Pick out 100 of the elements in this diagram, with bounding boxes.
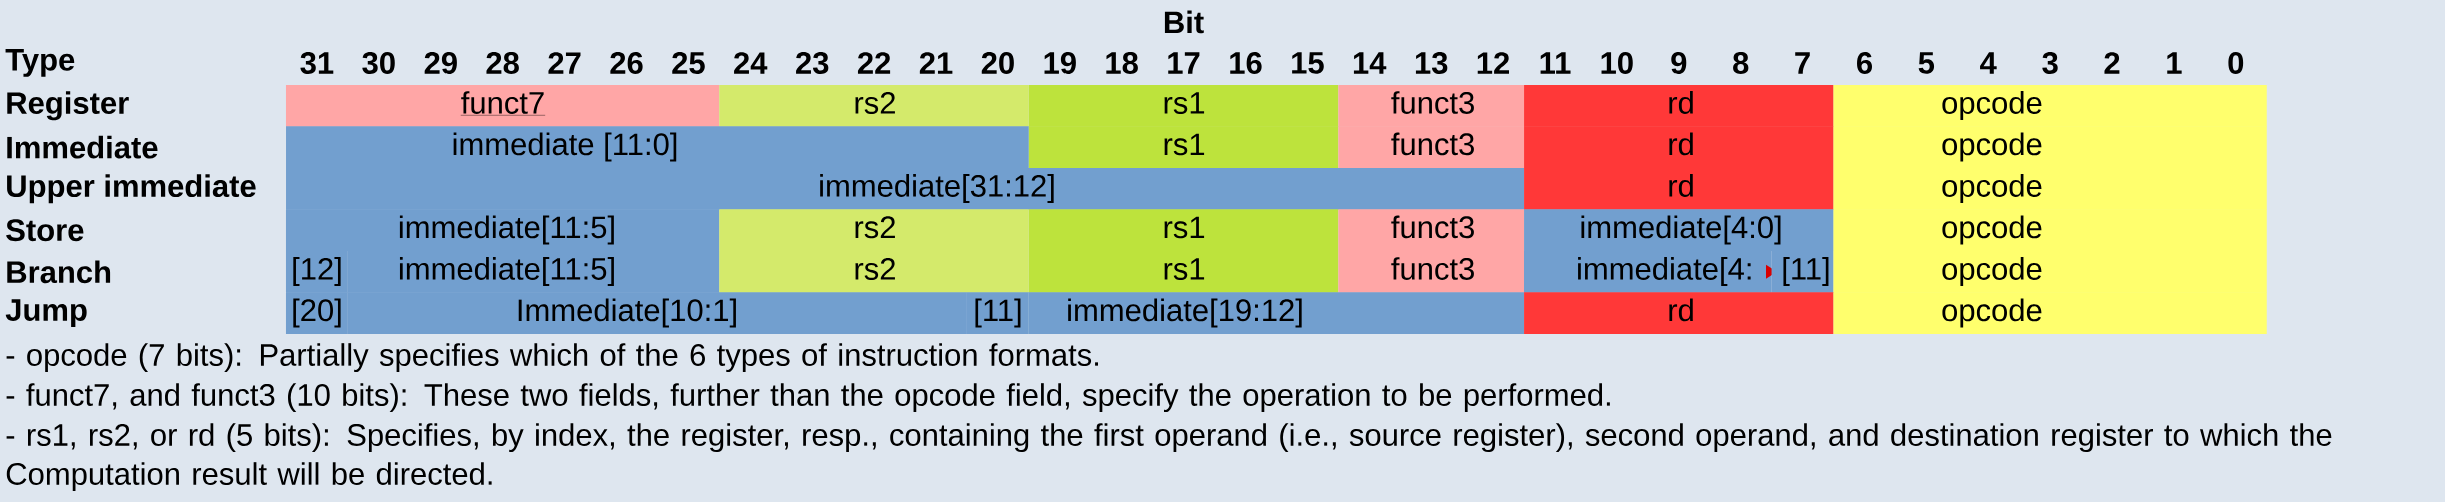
field-cell: rs2 — [719, 250, 1029, 293]
bit-number: 28 — [486, 52, 519, 74]
node-label: funct3 — [1391, 91, 1474, 114]
node-label: rd — [1669, 174, 1693, 197]
field-cell: rs1 — [1028, 209, 1339, 252]
field-cell: funct3 — [1338, 209, 1525, 252]
field-cell: opcode — [1833, 126, 2267, 169]
row-label: Store — [6, 219, 84, 242]
node-label: immediate[4: — [1578, 257, 1751, 287]
field-cell: rd — [1524, 126, 1834, 169]
bit-number: 2 — [2104, 52, 2120, 74]
bit-number: 10 — [1601, 52, 1633, 74]
bit-number: 24 — [734, 52, 768, 74]
node-label: [11] — [1783, 257, 1829, 287]
node-label: opcode — [1942, 91, 2042, 121]
bit-number: 6 — [1857, 52, 1872, 74]
field-cell: rs1 — [1028, 250, 1339, 293]
node-label: rs1 — [1164, 258, 1205, 280]
bit-number: 17 — [1168, 52, 1200, 74]
node-label: opcode — [1942, 298, 2042, 328]
node-label: immediate[19:12] — [1068, 298, 1302, 328]
field-cell: rd — [1524, 292, 1834, 335]
node-label: immediate[11:5] — [399, 215, 614, 245]
row-label: Jump — [5, 299, 87, 328]
field-cell: rs1 — [1028, 126, 1339, 169]
bit-number: 16 — [1230, 52, 1262, 74]
field-cell: funct3 — [1338, 250, 1525, 293]
bit-number: 27 — [548, 52, 581, 74]
field-cell: opcode — [1833, 250, 2267, 293]
node-label: immediate[31:12] — [820, 174, 1054, 204]
bit-number: 5 — [1918, 52, 1935, 74]
bit-number: 21 — [919, 52, 953, 74]
row-label: Register — [7, 91, 129, 121]
row-label: Upper immediate — [7, 174, 256, 204]
field-cell: rs2 — [719, 209, 1029, 252]
field-cell: [11] — [966, 292, 1029, 335]
node-label: Immediate[10:1] — [518, 298, 736, 328]
bit-number: 3 — [2042, 52, 2058, 74]
field-cell: funct7 — [285, 84, 720, 127]
bit-number: 1 — [2167, 52, 2182, 74]
row-label: Immediate — [7, 135, 158, 159]
bit-number: 11 — [1540, 52, 1571, 74]
field-cell: funct3 — [1338, 84, 1525, 127]
node-label: [11] — [975, 298, 1021, 328]
node-label: opcode — [1942, 174, 2042, 204]
node-label: rs1 — [1164, 216, 1205, 239]
bit-number: 4 — [1980, 52, 1997, 74]
field-cell: opcode — [1833, 209, 2267, 252]
bit-number: 14 — [1353, 52, 1387, 74]
node-label: funct3 — [1391, 132, 1474, 156]
node-label: [20] — [293, 298, 341, 328]
node-label: funct3 — [1391, 215, 1474, 239]
note-text: - rs1, rs2, or rd (5 bits): Specifies, by index, the register, resp., containing the first operand (i.e., source register), second operand, and destination register to which the Computation result will be directed. — [6, 423, 2332, 492]
node-label: funct3 — [1391, 257, 1474, 280]
bit-number: 26 — [610, 52, 643, 74]
field-cell: opcode — [1833, 292, 2267, 335]
field-cell: rs1 — [1028, 84, 1339, 127]
bit-number: 25 — [672, 52, 705, 74]
bit-number: 0 — [2228, 52, 2244, 74]
node-label: rd — [1669, 132, 1693, 156]
field-cell: rd — [1524, 167, 1834, 210]
node-label: rs2 — [855, 257, 895, 280]
bit-number: 13 — [1415, 52, 1448, 74]
bit-number: 19 — [1044, 52, 1076, 74]
node-label: immediate [11:0] — [453, 132, 677, 162]
note-text: - opcode (7 bits): Partially specifies which of the 6 types of instruction formats. — [6, 343, 1098, 373]
node-label: [12] — [293, 257, 341, 287]
field-cell: opcode — [1833, 167, 2267, 210]
node-label: rs2 — [855, 216, 895, 239]
header-text: Bit — [1164, 10, 1204, 34]
bit-number: 20 — [981, 52, 1014, 74]
node-label: rs1 — [1164, 133, 1205, 156]
node-label: opcode — [1942, 215, 2042, 245]
node-label: immediate[4:0] — [1581, 215, 1781, 245]
bit-number: 9 — [1671, 52, 1687, 74]
node-label: rd — [1669, 91, 1693, 114]
field-cell: [12] — [285, 250, 348, 293]
node-label: immediate[11:5] — [399, 257, 614, 287]
node-label: rs1 — [1164, 92, 1205, 114]
row-label: Branch — [7, 260, 111, 284]
bit-number: 30 — [362, 52, 395, 74]
node-label: opcode — [1942, 257, 2042, 287]
field-cell: [11] — [1771, 250, 1834, 293]
field-cell: immediate [11:0] — [286, 126, 1029, 169]
field-cell: rs2 — [719, 84, 1029, 127]
field-cell: [20] — [285, 292, 348, 335]
bit-number: 8 — [1733, 52, 1749, 74]
bit-number: 22 — [857, 52, 891, 74]
bit-number: 23 — [796, 52, 829, 74]
bit-number: 15 — [1292, 52, 1324, 74]
bit-number: 7 — [1795, 52, 1810, 74]
header-text: Type — [5, 49, 75, 77]
bit-number: 18 — [1106, 52, 1138, 74]
node-label: opcode — [1942, 132, 2042, 162]
field-cell: rd — [1524, 84, 1834, 127]
bit-number: 29 — [424, 52, 457, 74]
bit-number: 31 — [300, 52, 334, 74]
note-text: - funct7, and funct3 (10 bits): These two fields, further than the opcode field, specify the operation to be performed. — [6, 383, 1610, 413]
field-cell: funct3 — [1338, 126, 1525, 169]
bit-number: 12 — [1477, 52, 1509, 74]
